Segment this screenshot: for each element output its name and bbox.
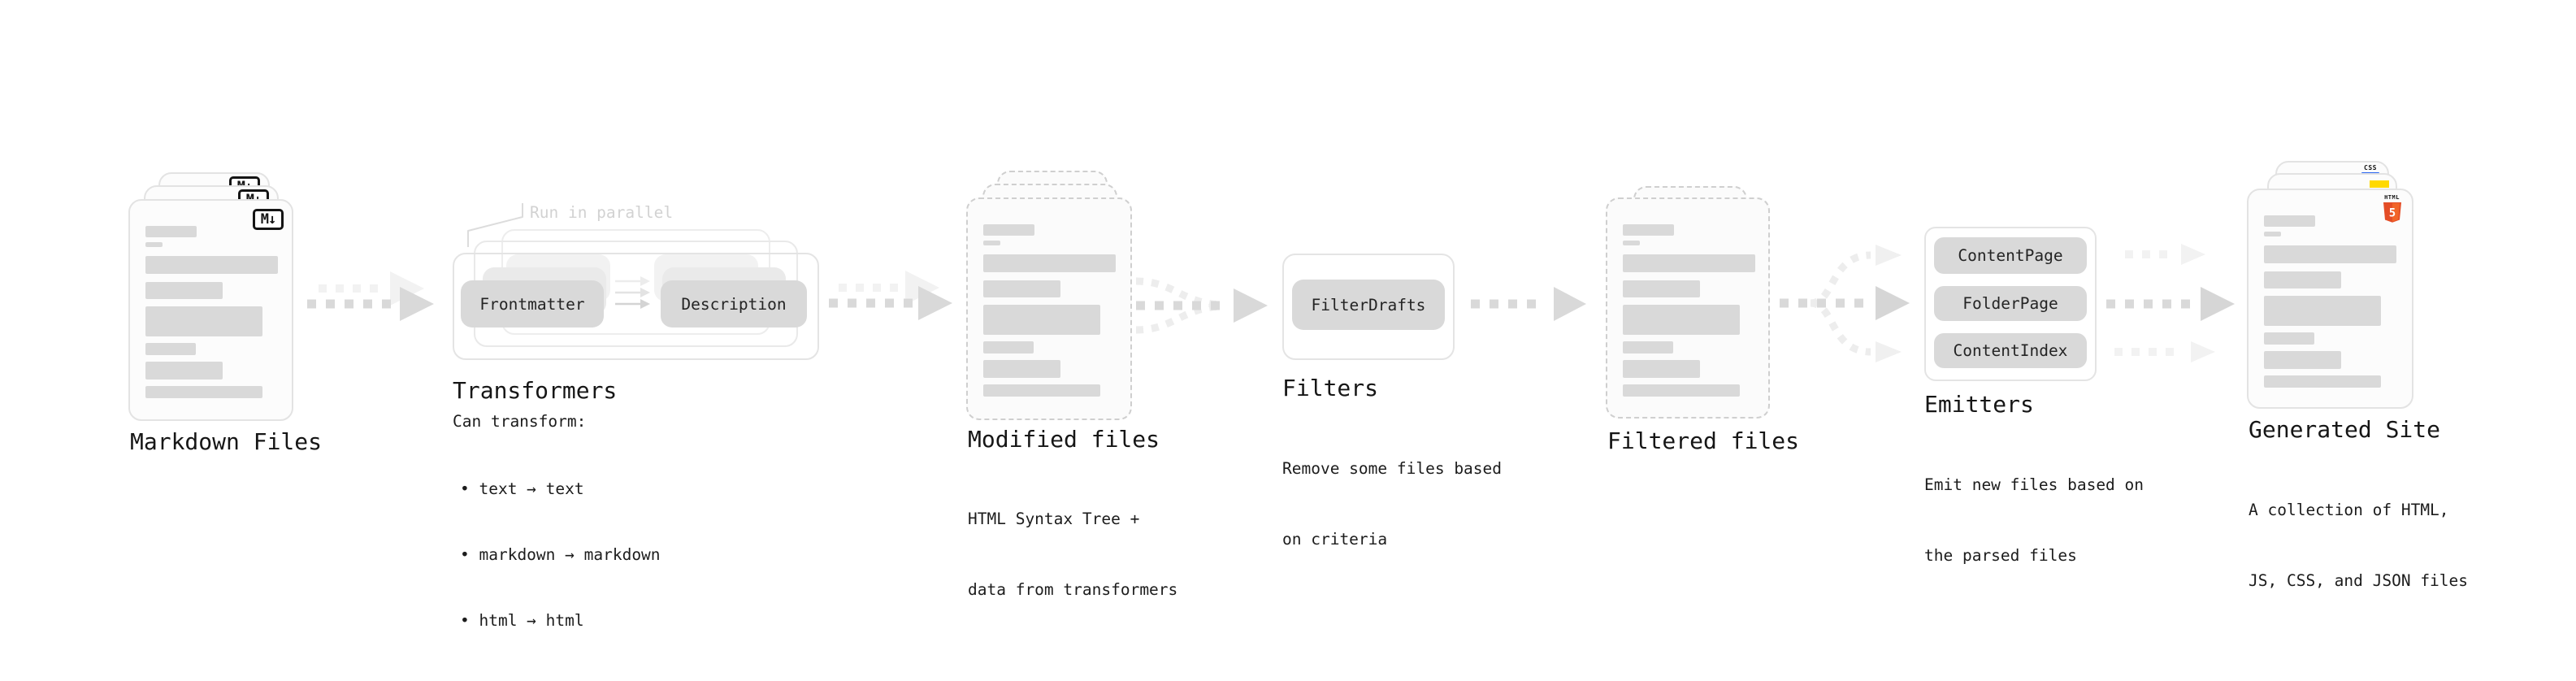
placeholder-bar (2264, 332, 2314, 345)
placeholder-bar (145, 256, 278, 274)
placeholder-bar (1623, 384, 1740, 397)
filtered-file-card-front (1606, 197, 1770, 419)
html5-number: 5 (2388, 207, 2395, 220)
generated-site-title: Generated Site (2249, 416, 2441, 443)
modified-files-caption: HTML Syntax Tree + data from transformer… (968, 460, 1177, 648)
arrow-markdown-to-transformers (307, 271, 434, 321)
placeholder-bar (2264, 232, 2281, 236)
placeholder-bar (145, 362, 223, 380)
bullet-item: • text → text (460, 479, 584, 498)
placeholder-bar (1623, 254, 1755, 272)
placeholder-bar (2264, 296, 2381, 326)
placeholder-bar (983, 384, 1100, 397)
placeholder-bar (1623, 360, 1700, 378)
placeholder-bar (983, 341, 1034, 354)
transformers-caption-heading: Can transform: (453, 412, 587, 431)
caption-line: A collection of HTML, (2249, 501, 2449, 519)
transformers-title: Transformers (453, 377, 618, 404)
placeholder-bar (2264, 245, 2396, 263)
filtered-files-title: Filtered files (1607, 427, 1800, 454)
folderpage-pill: FolderPage (1934, 286, 2087, 321)
transformers-bullet-list: • text → text • markdown → markdown • ht… (460, 434, 661, 675)
caption-line: HTML Syntax Tree + (968, 510, 1140, 528)
caption-line: on criteria (1282, 530, 1388, 549)
markdown-icon: M↓ (253, 209, 284, 230)
placeholder-bar (983, 305, 1100, 335)
arrow-modified-to-filters-fan-in (1135, 277, 1268, 334)
placeholder-bar (983, 254, 1116, 272)
bullet-item: • markdown → markdown (460, 545, 661, 564)
caption-line: Remove some files based (1282, 459, 1503, 478)
caption-line: data from transformers (968, 580, 1178, 599)
markdown-files-title: Markdown Files (130, 428, 323, 455)
placeholder-bar (2264, 375, 2381, 388)
markdown-file-card-front: M↓ (128, 199, 293, 421)
description-pill: Description (661, 280, 807, 327)
placeholder-bar (1623, 224, 1674, 236)
js-badge-icon (2370, 180, 2389, 188)
placeholder-bar (1623, 241, 1640, 245)
run-in-parallel-label: Run in parallel (530, 203, 674, 222)
placeholder-bar (983, 241, 1000, 245)
caption-line: the parsed files (1924, 546, 2077, 565)
filters-caption: Remove some files based on criteria (1282, 410, 1502, 598)
emitters-caption: Emit new files based on the parsed files (1924, 426, 2144, 614)
emitters-title: Emitters (1924, 391, 2034, 418)
html5-shield: 5 (2383, 202, 2401, 223)
modified-file-card-front (966, 197, 1132, 420)
modified-files-title: Modified files (968, 426, 1160, 453)
transformer-layer-front (453, 253, 819, 360)
placeholder-bar (1623, 341, 1673, 354)
html5-badge-label: HTML (2384, 194, 2400, 201)
caption-line: JS, CSS, and JSON files (2249, 571, 2469, 590)
frontmatter-pill: Frontmatter (461, 280, 604, 327)
filters-title: Filters (1282, 375, 1379, 401)
generated-site-card-front: HTML 5 (2247, 189, 2413, 409)
parallel-transform-arrows (615, 276, 650, 309)
contentindex-pill: ContentIndex (1934, 333, 2087, 368)
arrow-transformers-to-modified (829, 271, 952, 320)
placeholder-bar (1623, 305, 1740, 335)
placeholder-bar (145, 242, 163, 247)
filterdrafts-pill: FilterDrafts (1292, 280, 1445, 330)
arrow-filters-to-filtered (1471, 287, 1586, 321)
placeholder-bar (145, 226, 197, 237)
placeholder-bar (145, 386, 262, 398)
placeholder-bar (145, 306, 262, 336)
bullet-item: • html → html (460, 611, 584, 630)
placeholder-bar (983, 280, 1060, 297)
placeholder-bar (2264, 271, 2341, 288)
placeholder-bar (145, 282, 223, 299)
html5-badge-icon: HTML 5 (2382, 194, 2402, 223)
arrows-emitters-to-generated (2106, 244, 2235, 362)
placeholder-bar (145, 343, 196, 355)
generated-site-caption: A collection of HTML, JS, CSS, and JSON … (2249, 451, 2468, 640)
contentpage-pill: ContentPage (1934, 237, 2087, 274)
placeholder-bar (2264, 215, 2315, 227)
placeholder-bar (2264, 351, 2341, 369)
placeholder-bar (983, 224, 1034, 236)
css-badge-label: CSS (2364, 164, 2377, 171)
placeholder-bar (1623, 280, 1700, 297)
caption-line: Emit new files based on (1924, 475, 2144, 494)
placeholder-bar (983, 360, 1060, 378)
arrow-filtered-to-emitters-fan-out (1780, 245, 1910, 362)
run-in-parallel-connector (467, 203, 523, 247)
